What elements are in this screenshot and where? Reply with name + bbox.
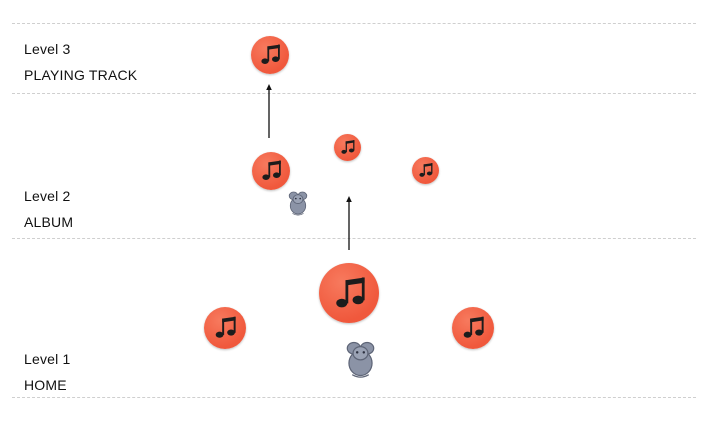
level-2-album-node-right[interactable]	[412, 157, 439, 184]
music-note-icon	[463, 316, 484, 338]
level-1-home-node-right[interactable]	[452, 307, 494, 349]
mouse-icon	[346, 341, 375, 378]
music-note-icon	[419, 163, 433, 177]
level-1-name: HOME	[24, 377, 67, 393]
divider-level2-level1	[12, 238, 696, 239]
level-2-label: Level 2 ALBUM	[24, 183, 73, 235]
level-1-number: Level 1	[24, 351, 71, 367]
level-3-number: Level 3	[24, 41, 71, 57]
level-3-track-node[interactable]	[251, 36, 289, 74]
arrow-up-icon	[346, 196, 352, 250]
divider-level3-level2	[12, 93, 696, 94]
level-3-label: Level 3 PLAYING TRACK	[24, 36, 137, 88]
music-note-icon	[215, 316, 236, 338]
divider-bottom	[12, 397, 696, 398]
music-note-icon	[335, 276, 365, 307]
music-note-icon	[341, 140, 355, 154]
level-1-label: Level 1 HOME	[24, 346, 71, 398]
level-1-home-node-left[interactable]	[204, 307, 246, 349]
divider-top	[12, 23, 696, 24]
music-note-icon	[261, 44, 280, 64]
level-1-home-node-center[interactable]	[319, 263, 379, 323]
music-note-icon	[262, 160, 281, 180]
level-2-album-node-center[interactable]	[334, 134, 361, 161]
mouse-icon	[288, 191, 308, 216]
level-2-album-node-left[interactable]	[252, 152, 290, 190]
level-3-name: PLAYING TRACK	[24, 67, 138, 83]
level-2-name: ALBUM	[24, 214, 74, 230]
level-2-number: Level 2	[24, 188, 71, 204]
arrow-up-icon	[266, 84, 272, 138]
